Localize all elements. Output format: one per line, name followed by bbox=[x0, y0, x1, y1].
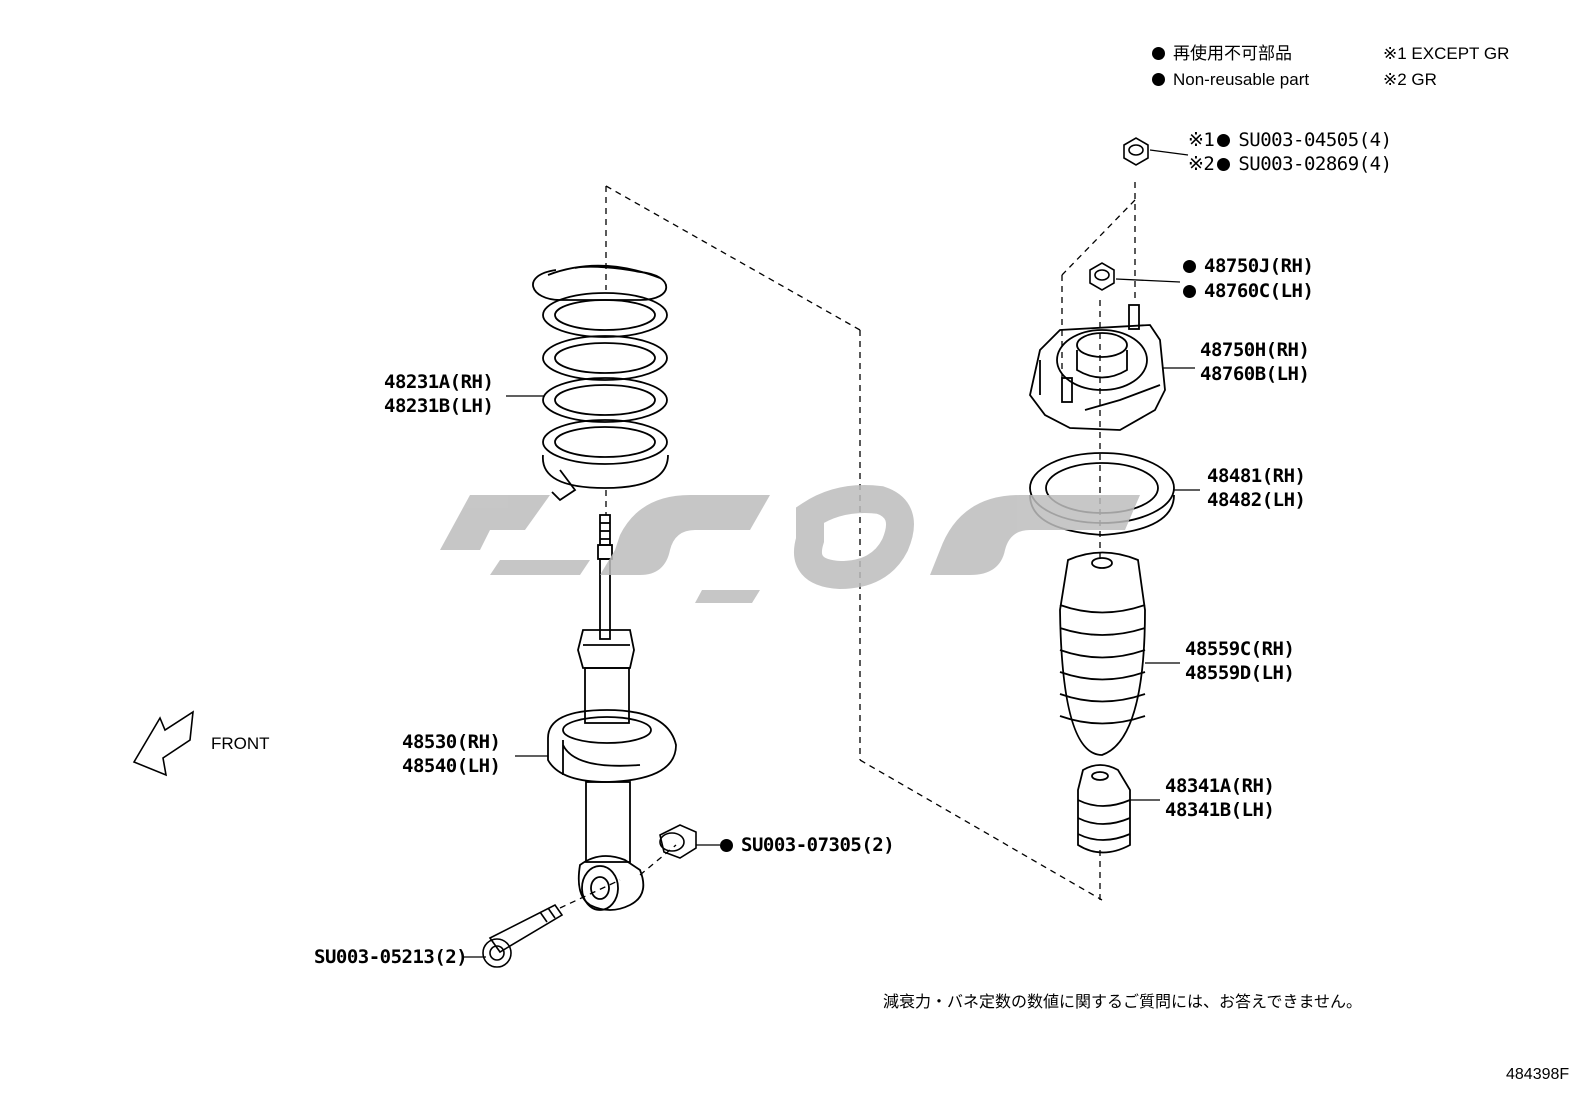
label-seat-rh[interactable]: 48481(RH) bbox=[1207, 465, 1306, 487]
label-boot-rh[interactable]: 48559C(RH) bbox=[1185, 638, 1295, 660]
dust-boot bbox=[1059, 551, 1146, 756]
label-bumper-lh[interactable]: 48341B(LH) bbox=[1165, 799, 1275, 821]
legend-note1: ※1 EXCEPT GR bbox=[1383, 44, 1510, 63]
bump-stopper bbox=[1077, 764, 1131, 854]
label-mount-rh[interactable]: 48750H(RH) bbox=[1200, 339, 1310, 361]
legend-note2: ※2 GR bbox=[1383, 70, 1437, 89]
label-spring-lh[interactable]: 48231B(LH) bbox=[384, 395, 494, 417]
note-jp: 減衰力・バネ定数の数値に関するご質問には、お答えできません。 bbox=[883, 994, 1363, 1011]
front-arrow-icon bbox=[132, 710, 194, 777]
label-boot-lh[interactable]: 48559D(LH) bbox=[1185, 662, 1295, 684]
label-spring-rh[interactable]: 48231A(RH) bbox=[384, 371, 494, 393]
bullet-icon bbox=[1152, 47, 1165, 60]
label-nut-mid-lh[interactable]: 48760C(LH) bbox=[1183, 279, 1314, 303]
watermark-logo bbox=[440, 485, 1140, 603]
coil-spring bbox=[532, 264, 669, 502]
middle-nut bbox=[1089, 262, 1115, 291]
label-bolt-bottom[interactable]: SU003-05213(2) bbox=[314, 946, 468, 968]
assembly-dashed-outline bbox=[559, 182, 1136, 909]
bullet-icon bbox=[1217, 158, 1231, 171]
label-mount-lh[interactable]: 48760B(LH) bbox=[1200, 363, 1310, 385]
label-shock-lh[interactable]: 48540(LH) bbox=[402, 755, 501, 777]
label-shock-rh[interactable]: 48530(RH) bbox=[402, 731, 501, 753]
legend-jp: 再使用不可部品 bbox=[1152, 42, 1292, 66]
front-label: FRONT bbox=[211, 734, 270, 753]
label-bumper-rh[interactable]: 48341A(RH) bbox=[1165, 775, 1275, 797]
bullet-icon bbox=[720, 839, 733, 852]
bullet-icon bbox=[1217, 134, 1231, 147]
upper-mount bbox=[1029, 304, 1166, 431]
label-nut-mid-rh[interactable]: 48750J(RH) bbox=[1183, 254, 1314, 278]
lower-nut bbox=[659, 824, 697, 859]
bullet-icon bbox=[1183, 285, 1196, 298]
top-nut bbox=[1123, 137, 1149, 166]
label-seat-lh[interactable]: 48482(LH) bbox=[1207, 489, 1306, 511]
lower-bolt bbox=[482, 903, 564, 968]
legend-en: Non-reusable part bbox=[1152, 68, 1309, 92]
label-nut-bottom[interactable]: SU003-07305(2) bbox=[720, 833, 895, 857]
leader-lines bbox=[463, 149, 1200, 958]
bullet-icon bbox=[1152, 73, 1165, 86]
diagram-id: 484398F bbox=[1506, 1066, 1570, 1083]
bullet-icon bbox=[1183, 260, 1196, 273]
shock-absorber bbox=[547, 514, 677, 911]
